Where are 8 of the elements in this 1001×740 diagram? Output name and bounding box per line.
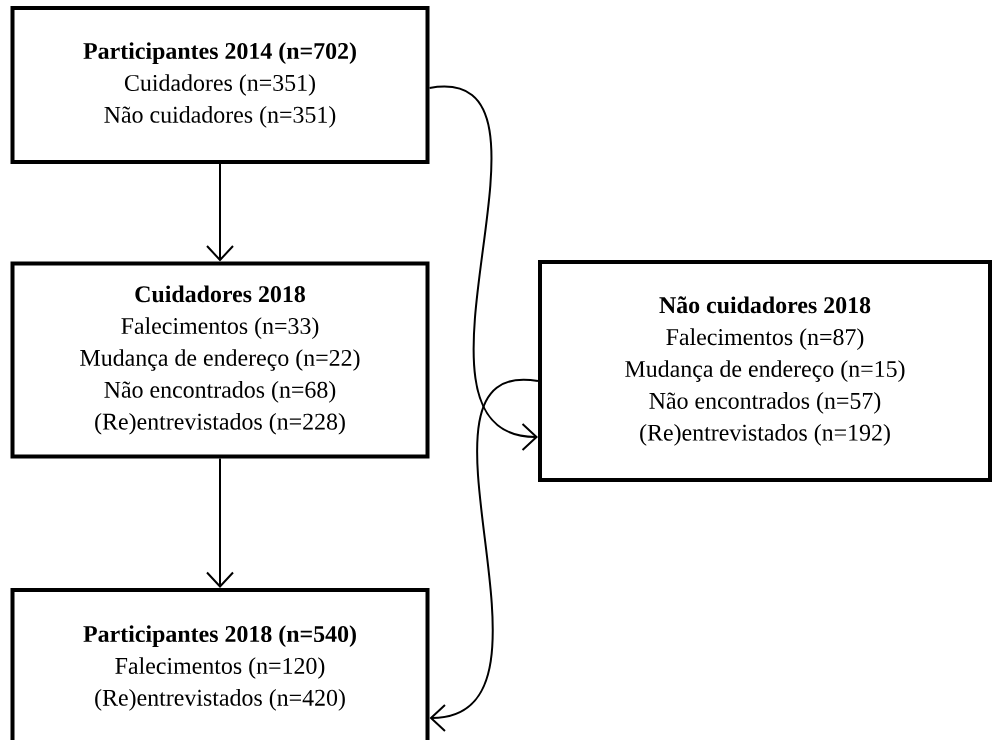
- process-box: Participantes 2018 (n=540) Falecimentos (n=120) (Re)entrevistados (n=420): [10, 588, 430, 740]
- arrow: [206, 163, 234, 262]
- process-box: Participantes 2014 (n=702) Cuidadores (n=351) Não cuidadores (n=351): [10, 6, 430, 164]
- arrow: [429, 380, 539, 732]
- process-box: Cuidadores 2018 Falecimentos (n=33) Mudança de endereço (n=22) Não encontrados (n=68) (Re)entrevistados (n=228): [10, 261, 430, 459]
- process-box: Não cuidadores 2018 Falecimentos (n=87) Mudança de endereço (n=15) Não encontrados (n=57) (Re)entrevistados (n=192): [538, 260, 992, 482]
- arrow: [428, 87, 538, 451]
- arrow: [206, 457, 234, 588]
